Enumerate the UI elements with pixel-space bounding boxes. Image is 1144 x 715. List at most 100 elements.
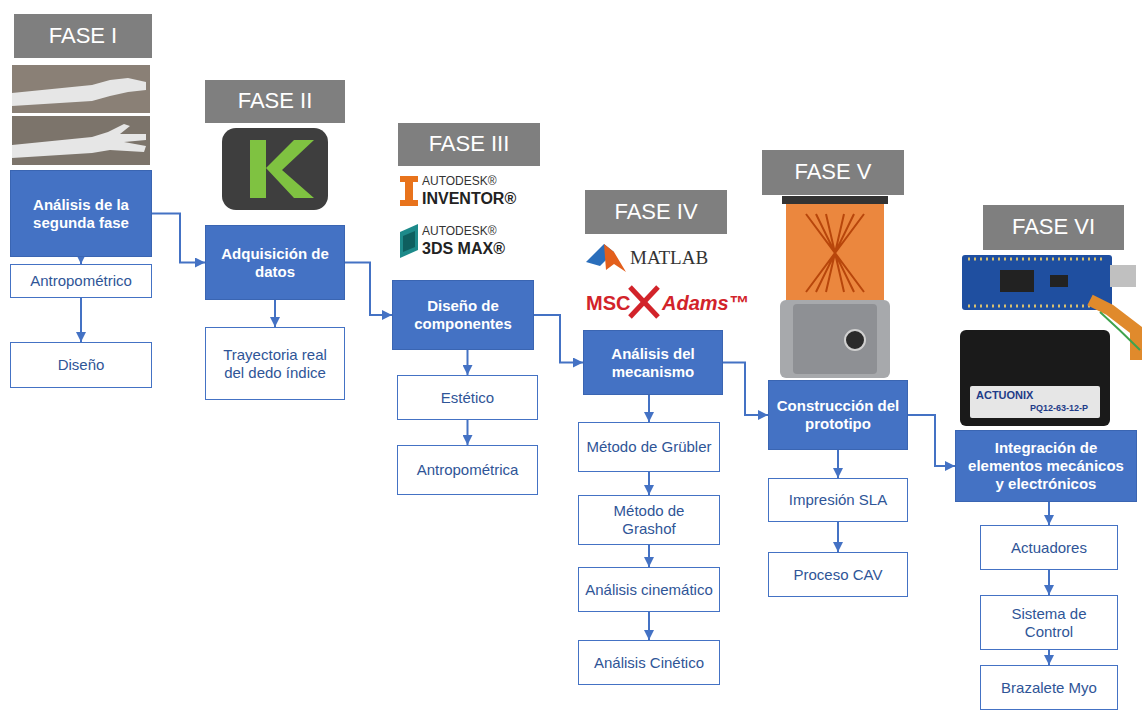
- printer-base: [780, 300, 890, 378]
- node-text: Estético: [441, 389, 494, 407]
- process-box: Integración de elementos mecánicos y ele…: [955, 430, 1137, 502]
- printer-panel: [793, 304, 877, 374]
- step-box: Antropométrico: [10, 264, 152, 298]
- node-text: Trayectoria real del dedo índice: [212, 346, 338, 382]
- logo-text: AUTODESK®: [422, 175, 497, 188]
- step-box: Análisis cinemático: [578, 567, 720, 612]
- node-text: Impresión SLA: [789, 491, 887, 509]
- node-text: Proceso CAV: [794, 566, 883, 584]
- step-box: Trayectoria real del dedo índice: [205, 327, 345, 400]
- connector-arrow: [80, 257, 82, 264]
- step-box: Antropométrica: [397, 445, 538, 495]
- node-text: Antropométrico: [30, 272, 132, 290]
- step-box: Análisis Cinético: [578, 640, 720, 685]
- connector-arrow: [648, 612, 650, 640]
- node-text: Método de Grübler: [586, 438, 711, 456]
- connector-arrow: [1048, 502, 1050, 525]
- pin-header: [968, 259, 1106, 306]
- connector-arrow: [723, 363, 768, 416]
- arm-shape: [12, 78, 146, 106]
- printer-lid: [782, 196, 888, 204]
- phase-header: FASE VI: [983, 205, 1124, 250]
- 3dsmax-icon: [403, 231, 415, 252]
- connector-arrow: [1048, 570, 1050, 595]
- msc-x-mark: [630, 287, 658, 317]
- connector-arrow: [467, 350, 469, 375]
- node-text: FASE II: [238, 88, 313, 114]
- step-box: Estético: [397, 375, 538, 420]
- printer-hood: [786, 204, 884, 300]
- process-box: Adquisición de datos: [205, 225, 345, 300]
- node-text: FASE III: [429, 131, 510, 157]
- step-box: Proceso CAV: [768, 552, 908, 597]
- node-text: FASE V: [794, 159, 871, 185]
- phase-header: FASE II: [205, 80, 345, 123]
- node-text: Análisis cinemático: [585, 581, 713, 599]
- node-text: FASE VI: [1012, 214, 1095, 240]
- connector-arrow: [837, 522, 839, 552]
- matlab-icon: [604, 244, 626, 272]
- phase-header: FASE IV: [585, 190, 727, 234]
- connector-arrow: [152, 214, 205, 263]
- actuator-label: [970, 386, 1100, 418]
- process-box: Análisis de la segunda fase: [10, 170, 152, 257]
- node-text: Diseño de componentes: [399, 297, 527, 333]
- connector-arrow: [467, 420, 469, 445]
- node-text: FASE I: [49, 23, 117, 49]
- node-text: Diseño: [58, 356, 105, 374]
- node-text: Método de Grashof: [585, 502, 713, 538]
- logo-text: AUTODESK®: [422, 225, 497, 238]
- connector-arrow: [274, 300, 276, 327]
- logo-text: INVENTOR®: [422, 190, 516, 208]
- step-box: Impresión SLA: [768, 478, 908, 522]
- connector-arrow: [648, 395, 650, 422]
- step-box: Método de Grübler: [578, 422, 720, 472]
- node-text: Brazalete Myo: [1001, 679, 1097, 697]
- inventor-icon: [400, 176, 418, 206]
- msc-x-mark: [630, 287, 658, 317]
- phase-header: FASE III: [398, 123, 540, 166]
- printer-button: [845, 330, 865, 350]
- process-box: Diseño de componentes: [392, 280, 534, 350]
- node-text: Integración de elementos mecánicos y ele…: [962, 439, 1130, 493]
- node-text: Análisis de la segunda fase: [17, 196, 145, 232]
- step-box: Diseño: [10, 342, 152, 388]
- arm-photo: [12, 65, 150, 113]
- connector-arrow: [345, 263, 392, 316]
- 3dsmax-icon: [400, 224, 418, 258]
- arm-shape: [12, 124, 146, 158]
- phase-header: FASE V: [762, 150, 904, 195]
- connector-arrow: [908, 415, 955, 466]
- node-text: Adquisición de datos: [212, 245, 338, 281]
- logo-text: MATLAB: [630, 248, 708, 269]
- node-text: FASE IV: [614, 199, 697, 225]
- chip: [1000, 270, 1034, 292]
- logo-text: MSC: [586, 292, 630, 314]
- printed-part: [806, 214, 864, 292]
- connector-arrow: [648, 545, 650, 567]
- connector-arrow: [80, 298, 82, 342]
- process-box: Análisis del mecanismo: [583, 330, 723, 395]
- step-box: Método de Grashof: [578, 495, 720, 545]
- connector-arrow: [648, 472, 650, 495]
- node-text: Antropométrica: [417, 461, 519, 479]
- step-box: Brazalete Myo: [980, 665, 1118, 710]
- actuator-body: [960, 330, 1110, 426]
- node-text: Actuadores: [1011, 539, 1087, 557]
- node-text: Análisis del mecanismo: [590, 345, 716, 381]
- connector-arrow: [534, 315, 583, 363]
- logo-text: 3DS MAX®: [422, 240, 505, 258]
- step-box: Sistema de Control: [980, 595, 1118, 650]
- chip: [1050, 275, 1068, 287]
- node-text: Sistema de Control: [987, 605, 1111, 641]
- kinovea-logo: [250, 140, 314, 198]
- arm-photo: [12, 116, 150, 165]
- phase-header: FASE I: [14, 14, 152, 58]
- logo-text: Adams™: [662, 292, 749, 314]
- logo-text: ACTUONIX: [976, 389, 1033, 401]
- node-text: Construcción del prototipo: [775, 397, 901, 433]
- step-box: Actuadores: [980, 525, 1118, 570]
